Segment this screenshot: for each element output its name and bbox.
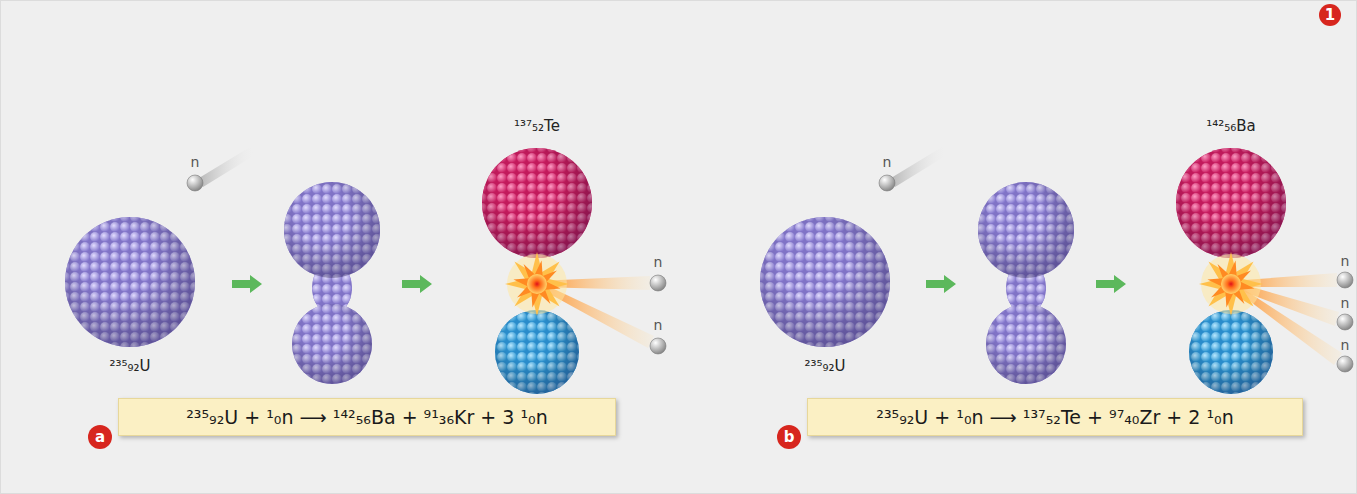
equation-text: ²³⁵₉₂U + ¹₀n ⟶ ¹³⁷₅₂Te + ⁹⁷₄₀Zr + 2 ¹₀n <box>876 406 1233 428</box>
nuclide-label: ¹³⁷₅₂Te <box>514 118 560 135</box>
nuclide-label: ²³⁵₉₂U <box>804 358 845 375</box>
neutron-label: n <box>654 318 663 333</box>
callout-letter: b <box>777 425 801 449</box>
equation-box: ²³⁵₉₂U + ¹₀n ⟶ ¹⁴²₅₆Ba + ⁹¹₃₆Kr + 3 ¹₀n <box>118 398 616 436</box>
neutron-label: n <box>191 155 200 170</box>
neutron-label: n <box>1341 338 1350 353</box>
neutron-label: n <box>654 255 663 270</box>
callout-letter: a <box>88 425 112 449</box>
nuclide-label: ¹⁴²₅₆Ba <box>1206 118 1256 135</box>
nuclide-label: ²³⁵₉₂U <box>109 358 150 375</box>
callout-text: b <box>784 430 795 445</box>
neutron-label: n <box>1341 296 1350 311</box>
equation-text: ²³⁵₉₂U + ¹₀n ⟶ ¹⁴²₅₆Ba + ⁹¹₃₆Kr + 3 ¹₀n <box>186 406 547 428</box>
callout-text: 1 <box>1325 8 1335 23</box>
equation-box: ²³⁵₉₂U + ¹₀n ⟶ ¹³⁷₅₂Te + ⁹⁷₄₀Zr + 2 ¹₀n <box>807 398 1303 436</box>
callout-number: 1 <box>1319 4 1341 26</box>
neutron-label: n <box>883 155 892 170</box>
neutron-label: n <box>1341 254 1350 269</box>
callout-text: a <box>95 430 105 445</box>
